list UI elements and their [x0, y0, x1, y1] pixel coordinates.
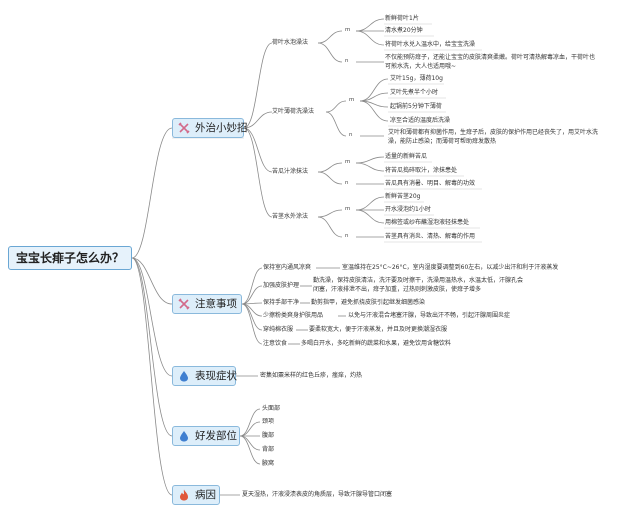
droplet-icon: [180, 371, 188, 382]
list-item: 苦瓜具有消暑、明目、解毒的功效: [385, 180, 476, 187]
remedy-bitter-stem-wash[interactable]: 苦茎水外涂法: [272, 213, 309, 220]
branch-label: 表现症状: [195, 370, 237, 382]
list-item: 用棉签或纱布蘸湿泡液轻抹患处: [385, 219, 470, 226]
branch-label: 好发部位: [195, 430, 237, 442]
list-item: 起锅前5分钟下薄荷: [390, 103, 442, 110]
list-item: 将苦瓜捣碎取汁，涂抹患处: [385, 167, 458, 174]
list-item: 以免与汗液混合堵塞汗腺，导致出汗不畅，引起汗腺周围炎症: [348, 312, 511, 319]
precaution-ventilation[interactable]: 保持室内通风凉爽: [263, 264, 312, 271]
label-n: n: [345, 58, 349, 64]
precaution-diet[interactable]: 注意饮食: [263, 340, 288, 347]
remedy-bitter-melon-juice[interactable]: 苦瓜汁涂抹法: [272, 168, 309, 175]
list-item: 凉至合适的温度后洗澡: [390, 117, 451, 124]
cause-text: 夏天湿热，汗液浸渍表皮的角质层，导致汗腺导管口闭塞: [242, 491, 393, 498]
fire-icon: [180, 489, 188, 501]
list-item: 要柔软宽大，便于汗液蒸发，并且及时更换潮湿衣服: [309, 326, 448, 333]
label-m: m: [349, 97, 355, 103]
site-item: 腹部: [262, 432, 275, 439]
branch-precautions[interactable]: 注意事项: [172, 294, 242, 314]
list-item: 艾叶和薄荷都有抑菌作用，生痱子后，皮肤的保护作用已经丧失了，用艾叶水洗: [388, 129, 599, 136]
list-item: 不仅能预防痱子，还能让宝宝的皮肤清爽柔嫩。荷叶可清热解毒凉血，干荷叶也: [385, 54, 596, 61]
list-item: 苦茎具有消炎、清热、解毒的作用: [385, 233, 476, 240]
label-n: n: [345, 180, 349, 186]
tools-icon: [178, 122, 190, 134]
list-item: 闭塞，汗液排泄不出，痱子加重，过热则刺激皮肤，使痱子增多: [313, 286, 482, 293]
list-item: 澡，能防止感染；而薄荷可帮助痱发散热: [388, 138, 497, 145]
tools-icon: [178, 298, 190, 310]
site-item: 背部: [262, 446, 275, 453]
branch-label: 注意事项: [195, 298, 237, 310]
list-item: 勤剪指甲，避免抓挠皮肤引起继发细菌感染: [311, 299, 426, 306]
list-item: 新鲜荷叶1片: [385, 15, 419, 22]
branch-label: 外治小妙招: [195, 122, 248, 134]
site-item: 腋窝: [262, 460, 275, 467]
precaution-cotton-clothes[interactable]: 穿纯棉衣服: [263, 326, 294, 333]
list-item: 适量的新鲜苦瓜: [385, 153, 428, 160]
list-item: 新鲜苦茎20g: [385, 193, 421, 200]
list-item: 艾叶15g，薄荷10g: [390, 75, 443, 82]
remedy-mugwort-mint-bath[interactable]: 艾叶薄荷洗澡法: [272, 108, 315, 115]
list-item: 将荷叶水兑入温水中，给宝宝洗澡: [385, 41, 476, 48]
precaution-skin-care[interactable]: 加强皮肤护理: [263, 282, 300, 289]
branch-common-sites[interactable]: 好发部位: [172, 426, 240, 446]
remedy-lotus-leaf-bath[interactable]: 荷叶水泡澡法: [272, 39, 309, 46]
list-item: 艾叶先煮半个小时: [390, 89, 439, 96]
site-item: 头面部: [262, 405, 281, 412]
label-n: n: [345, 233, 349, 239]
list-item: 可煎水洗，大人也适用哦~: [385, 63, 457, 70]
droplet-icon: [180, 431, 188, 442]
precaution-less-powder[interactable]: 少擦粉类爽身护肤用品: [263, 312, 324, 319]
branch-label: 病因: [195, 489, 216, 501]
list-item: 开水浸泡约1小时: [385, 206, 431, 213]
precaution-clean-hands[interactable]: 保持手部干净: [263, 299, 300, 306]
branch-symptoms[interactable]: 表现症状: [172, 366, 237, 386]
list-item: 多喝白开水，多吃新鲜的蔬菜和水果，避免饮用含糖饮料: [301, 340, 452, 347]
label-m: m: [345, 159, 351, 165]
branch-causes[interactable]: 病因: [172, 485, 220, 505]
list-item: 清水煮20分钟: [385, 27, 423, 34]
symptom-text: 密集如粟米样的红色丘疹，瘙痒，灼热: [260, 372, 363, 379]
label-m: m: [345, 206, 351, 212]
list-item: 室温维持在25°C~26°C，室内湿度要调整到60左右，以减少出汗和利于汗液蒸发: [342, 264, 559, 271]
list-item: 勤洗澡，保持皮肤清洁，洗汗要及时擦干，洗澡用温热水，水温太低，汗腺孔会: [313, 277, 524, 284]
branch-external-remedies[interactable]: 外治小妙招: [172, 118, 248, 138]
site-item: 颈项: [262, 418, 275, 425]
label-m: m: [345, 27, 351, 33]
root-topic[interactable]: 宝宝长痱子怎么办？: [8, 246, 132, 270]
label-n: n: [349, 132, 353, 138]
